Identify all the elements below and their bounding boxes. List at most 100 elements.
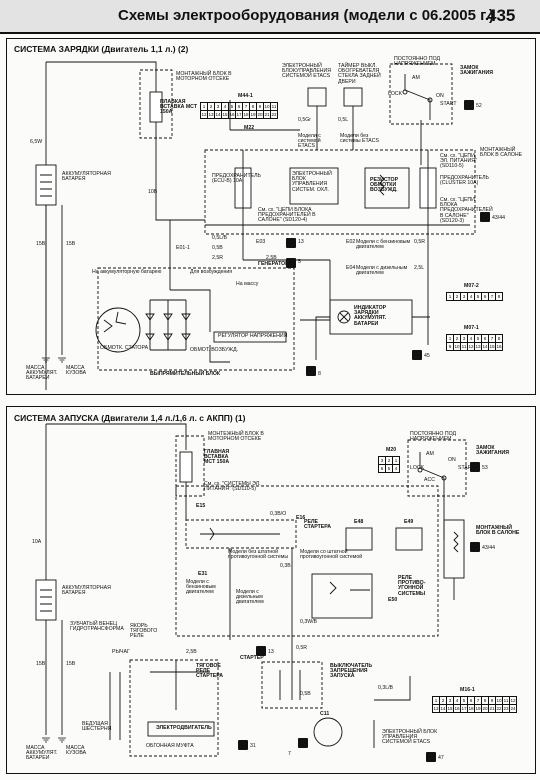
- ign-pos-on: ON: [436, 93, 444, 99]
- ground-5: 5: [298, 259, 301, 265]
- wire-0-5r: 0,5R: [414, 239, 425, 245]
- drive-gear-label: ВЕДУЩАЯ ШЕСТЕРНЯ: [82, 721, 112, 733]
- connector-e31: E31: [198, 571, 208, 577]
- wire-0-5b: 0,5B: [212, 245, 223, 251]
- model-diesel-label: Модели с дизельным двигателем: [356, 265, 408, 277]
- model-etacs-label: Модели с системой ETACS: [298, 133, 321, 150]
- on-battery-label: На аккумуляторную батарею: [92, 269, 162, 275]
- connector-m07-2: M07-2: [464, 283, 479, 289]
- see-power-label: См. сх. "ЦЕПИ ЭЛ. ПИТАНИЯ" (SD110-5): [440, 153, 477, 170]
- page-title: Схемы электрооборудования (модели с 06.2…: [118, 7, 495, 24]
- wire-15b-right: 15B: [66, 241, 76, 247]
- start-ground-body-label: МАССА КУЗОВА: [66, 745, 87, 757]
- start-ground-53: 53: [482, 465, 488, 471]
- ground-icon-52: [464, 100, 474, 110]
- connector-m16: M16-1: [460, 687, 475, 693]
- start-ignition-switch-label: ЗАМОК ЗАЖИГАНИЯ: [476, 445, 509, 457]
- connector-e48: E48: [354, 519, 364, 525]
- start-wire-0-3bo: 0,3B/O: [270, 511, 287, 517]
- start-ground-icon-7: [298, 738, 308, 748]
- fusible-link-label: ПЛАВКАЯ ВСТАВКА MCT 150А: [160, 99, 198, 116]
- lever-label: РЫЧАГ: [112, 649, 130, 655]
- starter-relay-label: РЕЛЕ СТАРТЕРА: [304, 519, 331, 531]
- page-header: [0, 0, 540, 34]
- model-no-ctrl-label: Модели без штатной противоугонной систем…: [228, 549, 289, 561]
- ignition-note-label: ПОСТОЯННО ПОД НАПРЯЖЕНИЕМ: [394, 56, 441, 68]
- model-ctrl-label: Модели со штатной противоугонной системо…: [300, 549, 363, 561]
- start-ground-31: 31: [250, 743, 256, 749]
- engine-block-label: МОНТАЖНЫЙ БЛОК В МОТОРНОМ ОТСЕКЕ: [176, 71, 232, 83]
- ground-icon-43: [480, 212, 490, 222]
- connector-e50: E50: [388, 597, 398, 603]
- excitation-winding-label: ОБМОТ. ВОЗБУЖД.: [190, 347, 239, 353]
- generator-label: ГЕНЕРАТОР: [258, 261, 289, 267]
- fuse-cluster-label: ПРЕДОХРАНИТЕЛЬ (CLUSTER 10A): [440, 175, 489, 187]
- start-ignition-note-label: ПОСТОЯННО ПОД НАПРЯЖЕНИЕМ: [410, 431, 457, 443]
- start-ground-icon-31: [238, 740, 248, 750]
- start-ground-icon-13: [256, 646, 266, 656]
- ignition-switch-label: ЗАМОК ЗАЖИГАНИЯ: [460, 65, 493, 77]
- connector-e02: E02: [346, 239, 356, 245]
- cabin-block-label: МОНТАЖНЫЙ БЛОК В САЛОНЕ: [480, 147, 523, 159]
- ground-13: 13: [298, 239, 304, 245]
- ground-52: 52: [476, 103, 482, 109]
- wire-6-5w: 6,5W: [30, 139, 43, 145]
- stator-label: ОБМОТК. СТАТОРА: [100, 345, 149, 351]
- connector-m22: M22: [244, 125, 255, 131]
- to-ground-label: На массу: [236, 281, 259, 287]
- start-system-title: СИСТЕМА ЗАПУСКА (Двигатели 1,4 л./1,6 л.…: [14, 413, 246, 423]
- start-ign-pos-am: AM: [426, 451, 434, 457]
- connector-m07-1: M07-1: [464, 325, 479, 331]
- pinion-label: ЯКОРЬ ТЯГОВОГО РЕЛЕ: [130, 623, 158, 640]
- start-ground-battery-label: МАССА АККУМУЛЯТ. БАТАРЕИ: [26, 745, 58, 762]
- ring-gear-label: ЗУБЧАТЫЙ ВЕНЕЦ ГИДРОТРАНСФОРМА: [70, 621, 124, 633]
- start-cabin-block-label: МОНТАЖНЫЙ БЛОК В САЛОНЕ: [476, 525, 520, 537]
- start-ign-pos-acc: ACC: [424, 477, 435, 483]
- start-ground-icon-43: [470, 542, 480, 552]
- start-ground-43-44: 43/44: [482, 545, 495, 551]
- ground-icon-13: [286, 238, 296, 248]
- start-wire-15b-right: 15B: [66, 661, 76, 667]
- excitation-label: Для возбуждения: [190, 269, 233, 275]
- connector-c11: C11: [320, 711, 330, 717]
- start-wire-0-5r: 0,5R: [296, 645, 307, 651]
- charging-system-panel: [6, 38, 536, 395]
- start-ign-pos-lock: LOCK: [410, 465, 425, 471]
- indicator-label: ИНДИКАТОР ЗАРЯДКИ АККУМУЛЯТ. БАТАРЕИ: [354, 305, 387, 327]
- wire-15b-left: 15B: [36, 241, 46, 247]
- ecu-etacs-label: ЭЛЕКТРОННЫЙ БЛОКУПРАВЛЕНИЯ СИСТЕМОЙ ETAC…: [282, 63, 332, 80]
- wire-0-5gr: 0,5Gr: [298, 117, 311, 123]
- model-no-etacs-label: Модели без системы ETACS: [340, 133, 379, 145]
- start-model-diesel-label: Модели с дизельным двигателем: [236, 589, 264, 606]
- start-etacs-block-label: ЭЛЕКТРОННЫЙ БЛОК УПРАВЛЕНИЯ СИСТЕМОЙ ETA…: [382, 729, 438, 746]
- start-ign-pos-start: START: [458, 465, 475, 471]
- ecu-cooling-label: ЭЛЕКТРОННЫЙ БЛОК УПРАВЛЕНИЯ СИСТЕМ. ОХЛ.: [292, 171, 332, 193]
- ground-icon-5: [286, 258, 296, 268]
- wire-10b: 10B: [148, 189, 158, 195]
- ground-battery-label: МАССА АККУМУЛЯТ. БАТАРЕИ: [26, 365, 58, 382]
- start-wire-2-5b: 2,5B: [186, 649, 197, 655]
- start-system-panel: [6, 406, 536, 774]
- overrun-clutch-label: ОБГОННАЯ МУФТА: [146, 743, 194, 749]
- connector-e01: E01-1: [176, 245, 190, 251]
- start-see-power-label: См. сх. "СИСТЕМЫ ЭЛ. ПИТАНИЯ" (SD110-5): [204, 481, 261, 493]
- ign-pos-start: START: [440, 101, 457, 107]
- start-ground-icon-47: [426, 752, 436, 762]
- model-petrol-label: Модели с бензиновым двигателем: [356, 239, 411, 251]
- anti-theft-relay-label: РЕЛЕ ПРОТИВО-УГОННОЙ СИСТЕМЫ: [398, 575, 426, 597]
- start-model-petrol-label: Модели с бензиновым двигателем: [186, 579, 216, 596]
- connector-m44: M44-1: [238, 93, 253, 99]
- see-fuses-right-label: См. сх. "ЦЕПИ БЛОКА ПРЕДОХРАНИТЕЛЕЙ В СА…: [440, 197, 493, 224]
- wire-2-5l: 2,5L: [414, 265, 425, 271]
- page-number: 435: [487, 6, 516, 25]
- connector-e16: E16: [296, 515, 306, 521]
- ground-icon-45: [412, 350, 422, 360]
- ground-body-label: МАССА КУЗОВА: [66, 365, 87, 377]
- fuse-ecu-b-label: ПРЕДОХРАНИТЕЛЬ (ECU-B) 10А: [212, 173, 261, 185]
